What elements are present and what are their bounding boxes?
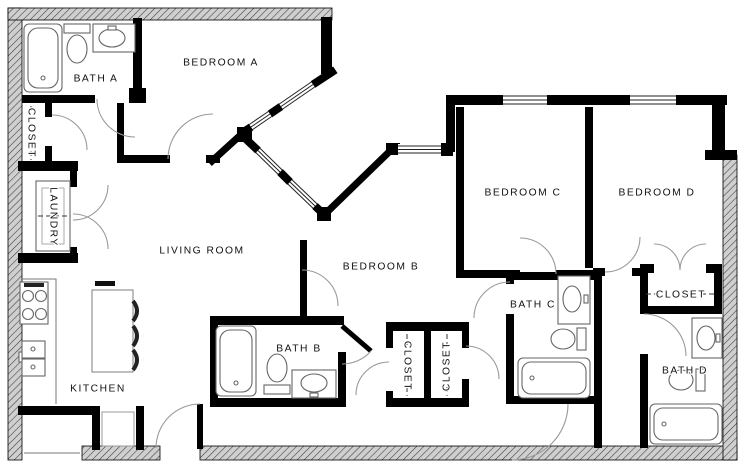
toilet-icon bbox=[263, 353, 291, 395]
bathtub-icon bbox=[649, 403, 723, 445]
sink-icon bbox=[691, 317, 723, 359]
toilet-icon bbox=[668, 368, 706, 392]
bath-b-door-leaf bbox=[340, 324, 373, 353]
fixtures bbox=[18, 23, 723, 447]
closet-rod bbox=[406, 334, 448, 396]
room-labels: BATH A BEDROOM A CLOSET LAUNDRY LIVING ROOM K… bbox=[24, 56, 708, 396]
room-label-kitchen: KITCHEN bbox=[70, 384, 126, 395]
kitchen-island bbox=[91, 281, 139, 373]
stool-icon bbox=[131, 299, 139, 323]
room-label-closet-entry: CLOSET bbox=[25, 108, 36, 158]
washer-dryer-icon bbox=[35, 180, 71, 252]
sink-icon bbox=[92, 23, 136, 53]
room-label-closet-hall-right: CLOSET bbox=[442, 341, 453, 391]
room-label-bath-b: BATH B bbox=[276, 344, 321, 355]
interior-walls bbox=[18, 18, 722, 450]
hall-door-leaf bbox=[508, 398, 532, 404]
stool-icon bbox=[131, 324, 139, 348]
bathtub-icon bbox=[215, 325, 257, 397]
sink-icon bbox=[291, 369, 337, 399]
entry-nook bbox=[101, 411, 135, 447]
room-label-laundry: LAUNDRY bbox=[47, 187, 58, 247]
toilet-icon bbox=[550, 327, 587, 351]
kitchen-sink-icon bbox=[18, 340, 46, 377]
room-label-bath-c: BATH C bbox=[510, 300, 556, 311]
room-label-bedroom-b: BEDROOM B bbox=[343, 262, 419, 273]
exterior-walls bbox=[7, 7, 738, 461]
stove-icon bbox=[19, 281, 49, 325]
kitchen-counter bbox=[22, 278, 57, 404]
room-label-bedroom-a: BEDROOM A bbox=[183, 58, 259, 69]
room-label-bedroom-c: BEDROOM C bbox=[484, 188, 561, 199]
room-label-closet-hall-left: CLOSET bbox=[401, 341, 412, 391]
toilet-icon bbox=[63, 23, 91, 64]
room-label-bath-d: BATH D bbox=[662, 366, 708, 377]
entry-door-leaf bbox=[197, 404, 203, 449]
doors bbox=[51, 98, 707, 461]
room-label-bedroom-d: BEDROOM D bbox=[618, 188, 695, 199]
room-label-bath-a: BATH A bbox=[74, 74, 119, 85]
room-label-closet-d: CLOSET bbox=[656, 290, 706, 301]
bathtub-icon bbox=[23, 23, 63, 93]
room-label-living-room: LIVING ROOM bbox=[159, 246, 244, 257]
bathtub-icon bbox=[517, 357, 591, 399]
windows bbox=[24, 80, 676, 454]
stool-icon bbox=[131, 348, 139, 372]
sink-icon bbox=[557, 275, 591, 325]
